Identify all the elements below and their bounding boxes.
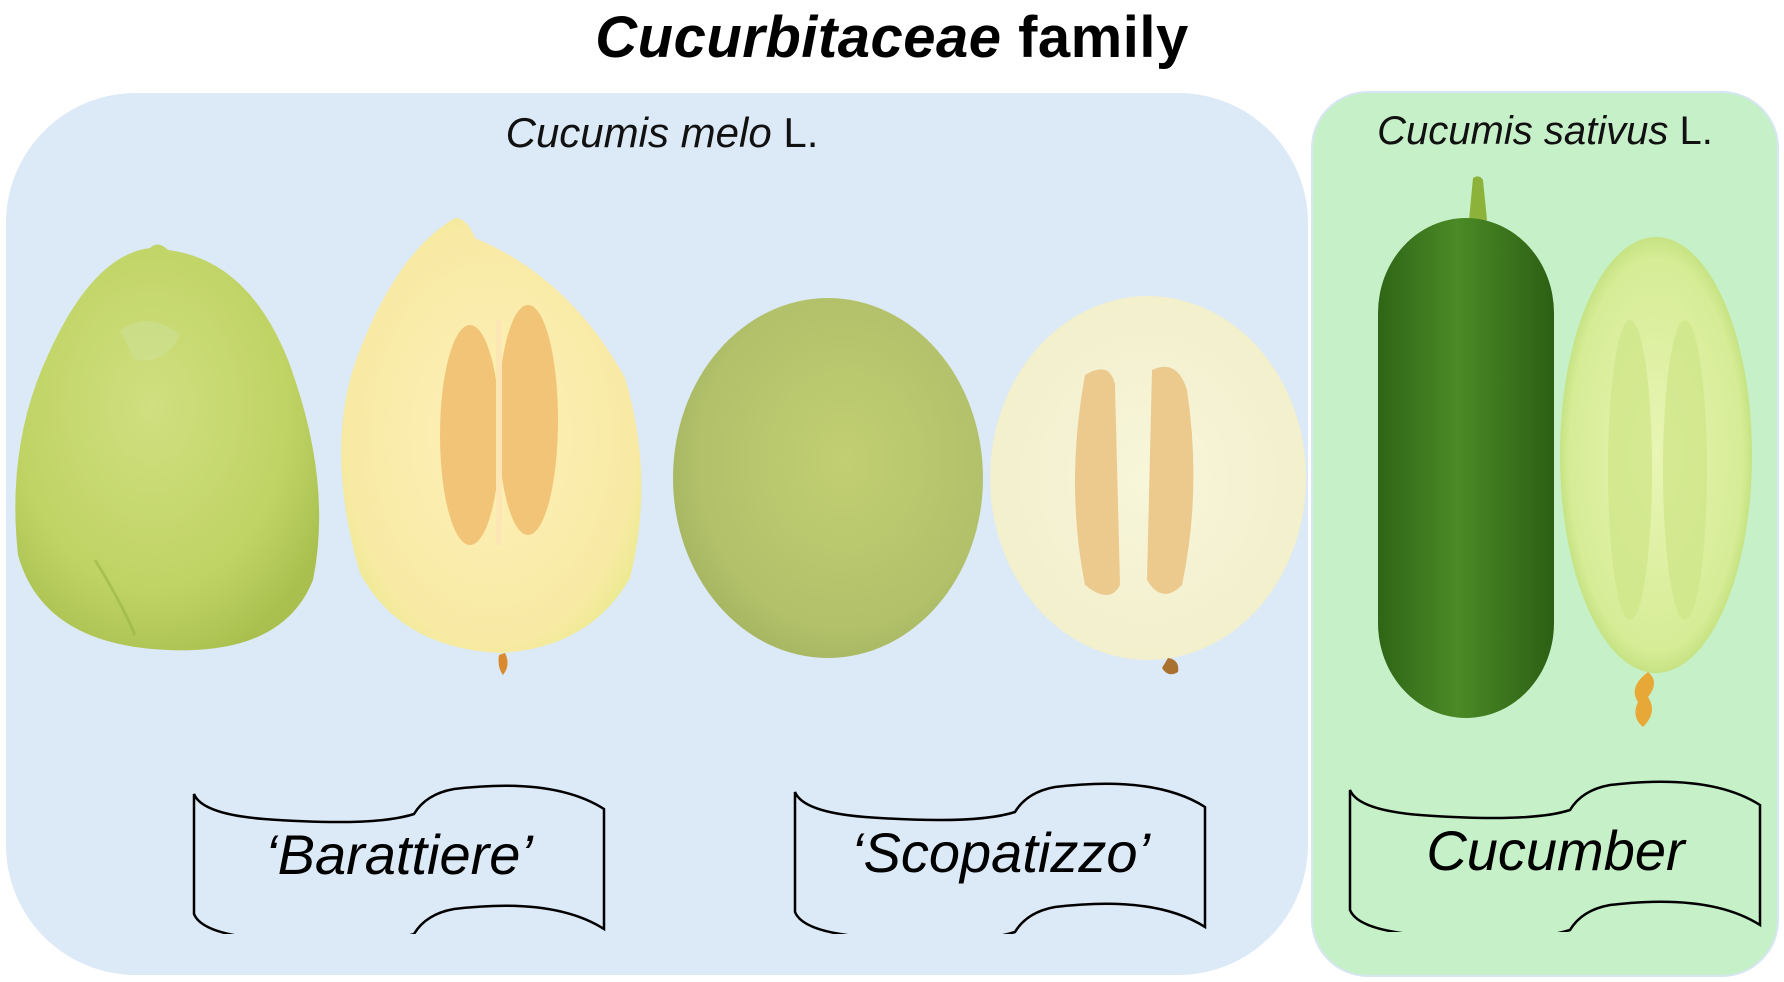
cucumber-cut-fruit (1560, 237, 1752, 727)
species-name: Cucumis sativus (1377, 109, 1669, 153)
variety-label: ‘Scopatizzo’ (851, 821, 1150, 884)
banner-scroll-shape (1348, 780, 1762, 932)
variety-banner-barattiere: ‘Barattiere’ (192, 782, 606, 934)
species-authority: L. (771, 109, 819, 156)
cucumber-whole-fruit (1378, 176, 1554, 718)
variety-label: ‘Barattiere’ (265, 823, 533, 886)
scopatizzo-cut-fruit (990, 296, 1306, 675)
figure-title: Cucurbitaceae family (0, 4, 1784, 71)
scopatizzo-whole-fruit (673, 298, 983, 658)
species-label-melo: Cucumis melo L. (6, 109, 1308, 157)
barattiere-whole-fruit (15, 244, 320, 651)
species-name: Cucumis melo (505, 109, 772, 156)
species-authority: L. (1668, 109, 1713, 153)
banner-scroll-shape (793, 782, 1207, 934)
banner-scroll-shape (192, 784, 606, 934)
variety-label: Cucumber (1426, 819, 1685, 882)
title-suffix: family (1001, 5, 1189, 70)
variety-banner-scopatizzo: ‘Scopatizzo’ (793, 780, 1208, 934)
title-family-name: Cucurbitaceae (595, 5, 1002, 70)
variety-banner-cucumber: Cucumber (1348, 778, 1763, 932)
species-label-sativus: Cucumis sativus L. (1313, 109, 1777, 154)
barattiere-cut-fruit (341, 218, 642, 675)
